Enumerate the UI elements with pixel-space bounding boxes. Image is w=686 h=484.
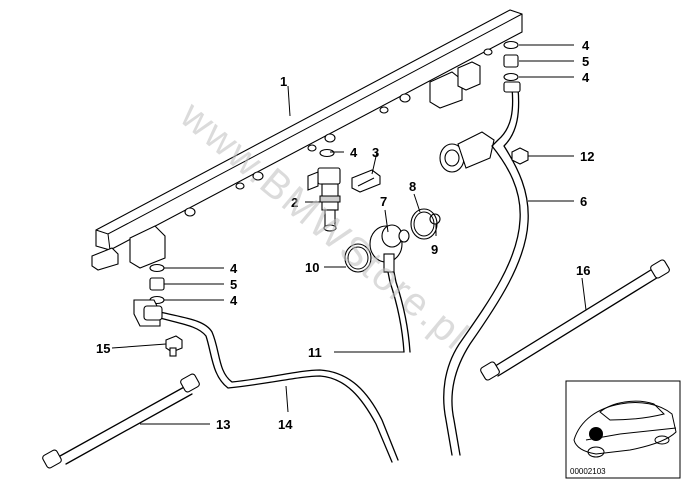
callout-labels: 1 2 3 4 4 4 4 4 5 5 6 7 8 9 10 11 12 13 … [96,38,594,432]
callout-3: 3 [372,145,379,160]
clip [351,169,381,193]
fuel-hose-13 [42,373,200,469]
o-ring-small-9 [429,213,441,225]
diagram-code: 00002103 [570,467,606,476]
callout-12: 12 [580,149,594,164]
location-marker-icon [589,427,603,441]
regulator-housing [369,224,410,273]
car-outline [573,400,677,458]
leader-lines [111,44,587,425]
fuel-pipe-14 [133,299,399,463]
callout-11: 11 [308,345,322,360]
bolt [165,335,183,357]
vacuum-hose [387,271,411,353]
callout-4e: 4 [230,293,238,308]
callout-16: 16 [576,263,590,278]
callout-4a: 4 [582,38,590,53]
callout-9: 9 [431,242,438,257]
fuel-rail [91,9,523,271]
callout-15: 15 [96,341,110,356]
callout-13: 13 [216,417,230,432]
callout-10: 10 [305,260,319,275]
injector [307,167,341,232]
locator-inset: 00002103 [565,380,681,479]
callout-1: 1 [280,74,287,89]
callout-6: 6 [580,194,587,209]
rail-end-seals-right [503,40,519,82]
callout-4d: 4 [230,261,238,276]
callout-4b: 4 [582,70,590,85]
callout-14: 14 [278,417,293,432]
rail-end-seals-left [149,263,165,305]
o-ring-large-10 [344,243,372,273]
callout-7: 7 [380,194,387,209]
callout-2: 2 [291,195,298,210]
callout-4c: 4 [350,145,358,160]
pressure-regulator [439,131,495,173]
callout-5a: 5 [582,54,589,69]
callout-8: 8 [409,179,416,194]
fuel-hose-6 [443,81,529,456]
fuel-hose-16 [480,259,670,381]
nut [511,147,529,165]
o-ring-injector [319,148,335,158]
callout-5b: 5 [230,277,237,292]
